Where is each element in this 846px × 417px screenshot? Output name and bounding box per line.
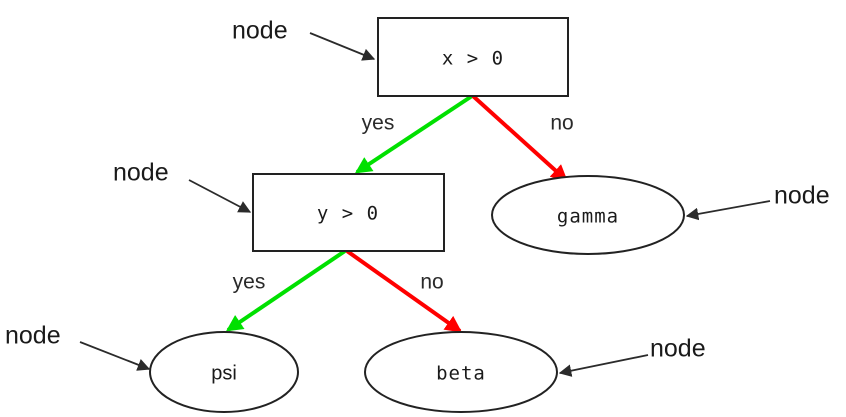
- edge-root-no[interactable]: no: [471, 94, 574, 182]
- callout-root: node: [232, 17, 376, 61]
- edge-root-no-line: [471, 94, 568, 182]
- edge-second-yes[interactable]: yes: [225, 249, 347, 332]
- callout-second-line: [188, 179, 252, 213]
- callout-psi-label: node: [5, 322, 61, 350]
- callout-psi: node: [5, 322, 151, 371]
- callout-gamma-label: node: [774, 182, 830, 210]
- edge-second-no-line: [345, 249, 463, 333]
- node-gamma-ellipse: [491, 175, 685, 255]
- edge-label-root-yes: yes: [362, 112, 395, 135]
- node-gamma-label: gamma: [557, 206, 619, 228]
- node-psi[interactable]: psi: [149, 331, 299, 413]
- node-beta-label: beta: [436, 363, 486, 385]
- node-beta-ellipse: [364, 331, 558, 413]
- node-psi-ellipse: [149, 331, 299, 413]
- callout-beta: node: [558, 335, 706, 377]
- node-second-box: [252, 173, 445, 252]
- edge-root-yes[interactable]: yes: [354, 94, 474, 174]
- edge-label-second-no: no: [420, 271, 443, 294]
- node-gamma[interactable]: gamma: [491, 175, 685, 255]
- callout-second-label: node: [113, 159, 169, 187]
- node-second[interactable]: y > 0: [252, 173, 445, 252]
- callout-gamma-line: [685, 200, 771, 221]
- node-beta[interactable]: beta: [364, 331, 558, 413]
- callout-root-label: node: [232, 17, 288, 45]
- callout-root-line: [309, 32, 376, 61]
- node-root[interactable]: x > 0: [377, 17, 569, 97]
- node-root-box: [377, 17, 569, 97]
- edge-group: yes no yes no: [225, 94, 574, 333]
- callout-beta-label: node: [650, 335, 706, 363]
- node-second-label: y > 0: [317, 203, 379, 225]
- callout-group: node node node node node: [5, 17, 830, 377]
- edge-second-yes-line: [225, 249, 347, 332]
- node-group: x > 0 y > 0 gamma psi beta: [149, 17, 685, 413]
- edge-second-no[interactable]: no: [345, 249, 463, 333]
- edge-root-yes-line: [354, 94, 474, 174]
- edge-label-second-yes: yes: [233, 271, 266, 294]
- node-root-label: x > 0: [442, 48, 504, 70]
- callout-psi-line: [79, 341, 151, 371]
- callout-beta-line: [558, 354, 649, 377]
- edge-label-root-no: no: [550, 112, 573, 135]
- callout-gamma: node: [685, 182, 830, 221]
- callout-second: node: [113, 159, 252, 213]
- node-psi-label: psi: [211, 362, 237, 384]
